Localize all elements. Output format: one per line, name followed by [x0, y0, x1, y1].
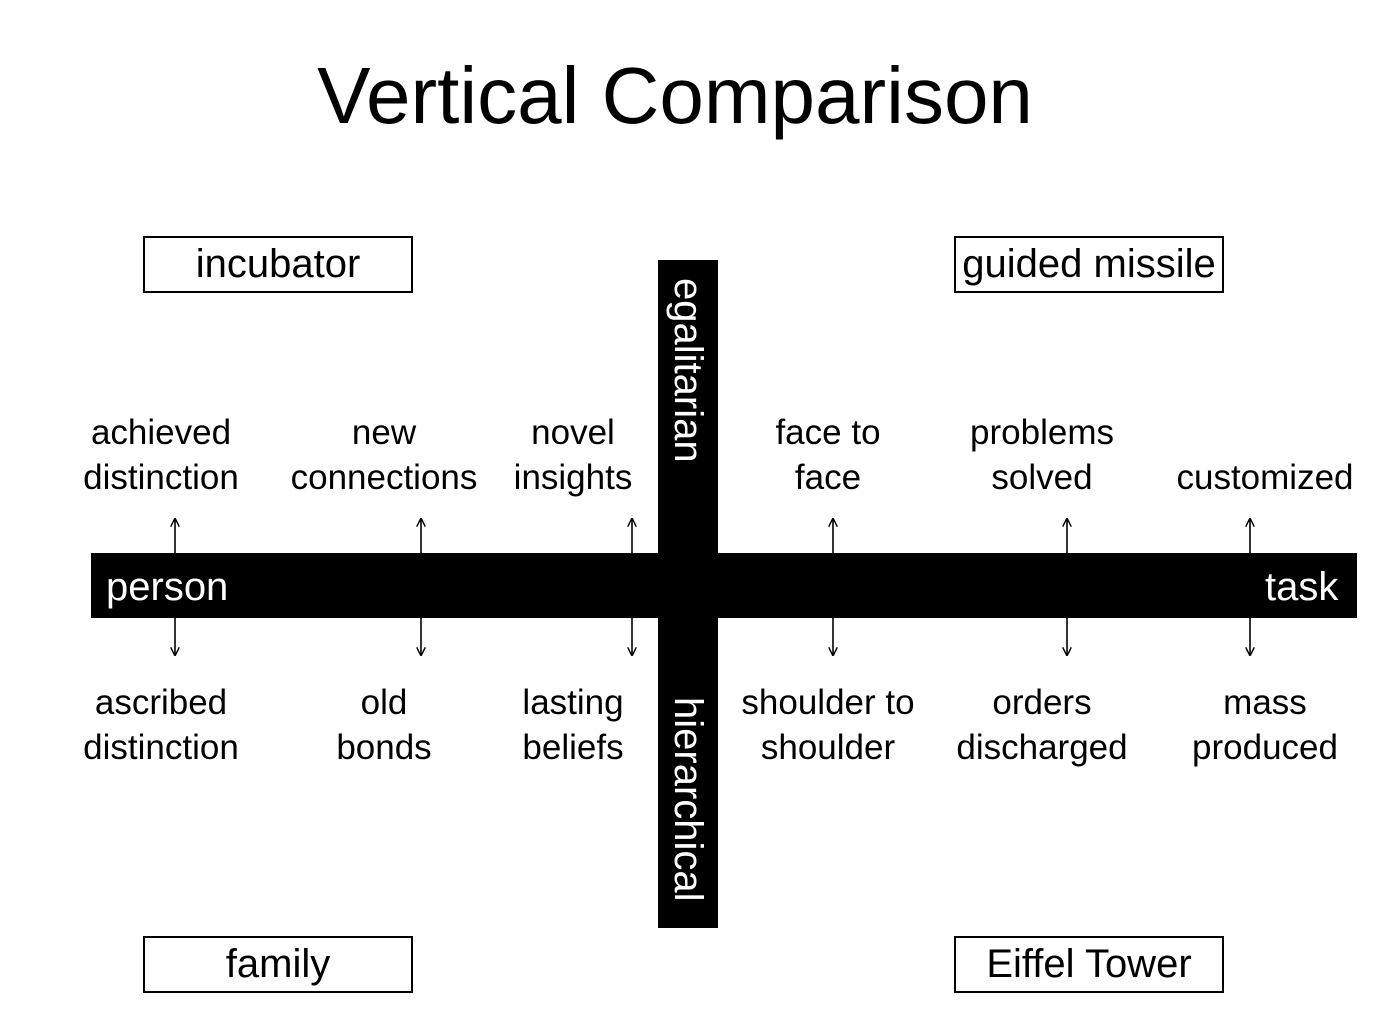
term-line: ascribed	[94, 683, 228, 722]
quadrant-eiffel-tower-box: Eiffel Tower	[954, 936, 1224, 993]
term-line: shoulder to	[741, 683, 915, 722]
term-top-2: new connections	[291, 410, 478, 500]
term-bottom-3: lasting beliefs	[522, 680, 623, 770]
term-line: customized	[1176, 458, 1354, 497]
term-line: beliefs	[522, 728, 624, 767]
term-line: discharged	[956, 728, 1128, 767]
quadrant-guided-missile-box: guided missile	[954, 236, 1224, 293]
term-line: produced	[1192, 728, 1338, 767]
vertical-axis-bottom-bar	[658, 617, 718, 928]
term-line: orders	[992, 683, 1092, 722]
term-line: insights	[513, 458, 633, 497]
term-bottom-2: old bonds	[336, 680, 431, 770]
term-bottom-6: mass produced	[1192, 680, 1338, 770]
term-bottom-5: orders discharged	[956, 680, 1127, 770]
term-line: mass	[1223, 683, 1307, 722]
term-line: old	[360, 683, 408, 722]
term-line: lasting	[522, 683, 624, 722]
quadrant-family-box: family	[143, 936, 413, 993]
term-bottom-4: shoulder to shoulder	[741, 680, 914, 770]
term-line: distinction	[83, 728, 239, 767]
term-top-3: novel insights	[514, 410, 633, 500]
term-line: distinction	[83, 458, 239, 497]
term-line: problems	[970, 413, 1114, 452]
term-top-4: face to face	[775, 410, 880, 500]
term-line: connections	[290, 458, 478, 497]
term-line: achieved	[90, 413, 232, 452]
term-line: solved	[991, 458, 1093, 497]
term-top-5: problems solved	[970, 410, 1114, 500]
term-line: novel	[531, 413, 615, 452]
vertical-axis-top-bar	[658, 260, 718, 554]
horizontal-axis-bar	[91, 553, 1357, 618]
term-bottom-1: ascribed distinction	[83, 680, 239, 770]
axis-label-task: task	[1265, 565, 1339, 609]
term-line: bonds	[336, 728, 432, 767]
quadrant-incubator-box: incubator	[143, 236, 413, 293]
term-top-1: achieved distinction	[83, 410, 239, 500]
axis-label-person: person	[106, 565, 229, 609]
term-top-6: customized	[1176, 455, 1353, 500]
slide-title: Vertical Comparison	[317, 51, 1033, 140]
term-line: shoulder	[760, 728, 896, 767]
term-line: face to	[775, 413, 881, 452]
term-line: face	[794, 458, 862, 497]
term-line: new	[351, 413, 417, 452]
